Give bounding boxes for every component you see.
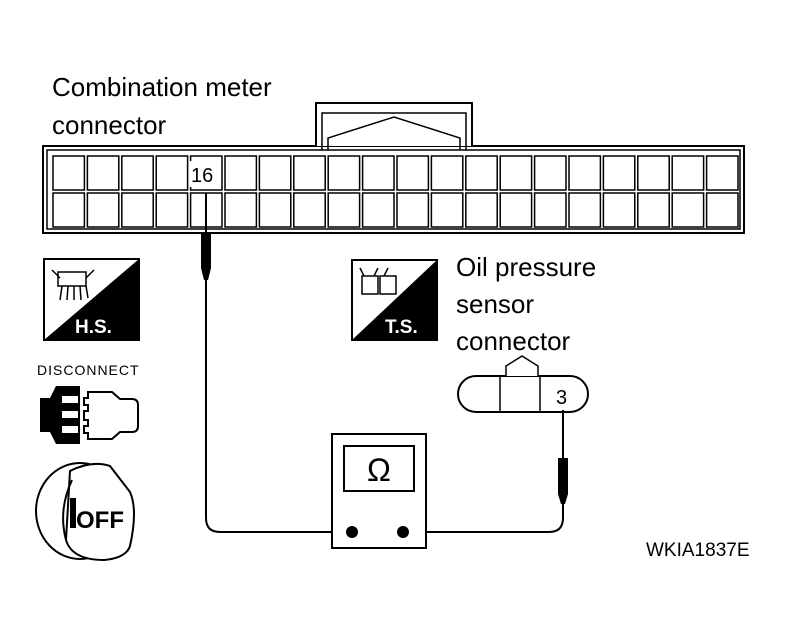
combination-meter-label-line1: Combination meter bbox=[52, 72, 272, 102]
connector-cavity bbox=[568, 192, 602, 228]
connector-cavity bbox=[602, 155, 636, 191]
connector-cavity bbox=[86, 192, 120, 228]
connector-cavity bbox=[293, 192, 326, 228]
connector-cavity bbox=[602, 192, 636, 228]
connector-cavity bbox=[499, 155, 533, 191]
connector-cavity bbox=[533, 155, 567, 191]
connector-cavity bbox=[52, 192, 86, 228]
connector-cavity bbox=[258, 192, 292, 228]
connector-cavity bbox=[671, 192, 705, 228]
connector-cavity bbox=[637, 155, 670, 191]
connector-cavity bbox=[533, 192, 567, 228]
connector-cavity bbox=[465, 192, 498, 228]
connector-cavity bbox=[86, 155, 120, 191]
pin-16-label: 16 bbox=[191, 165, 213, 187]
ts-badge-text: T.S. bbox=[385, 317, 418, 338]
connector-cavity bbox=[155, 155, 189, 191]
connector-cavity bbox=[430, 155, 464, 191]
connector-cavity bbox=[327, 155, 361, 191]
connector-cavity bbox=[52, 155, 86, 191]
disconnect-connector-icon bbox=[40, 386, 139, 444]
ignition-key-off-icon: OFF bbox=[35, 462, 135, 562]
connector-cavity bbox=[396, 192, 430, 228]
connector-cavity bbox=[258, 155, 292, 191]
connector-cavity bbox=[224, 192, 258, 228]
connector-cavity bbox=[327, 192, 361, 228]
connector-cavity bbox=[155, 192, 189, 228]
lead-wire-left bbox=[205, 280, 352, 533]
hs-badge-text: H.S. bbox=[75, 317, 112, 338]
connector-cavity bbox=[293, 155, 326, 191]
connector-cavity-grid bbox=[52, 155, 739, 228]
disconnect-label: DISCONNECT bbox=[37, 362, 140, 378]
lead-wire-right bbox=[403, 504, 564, 533]
connector-cavity bbox=[637, 192, 670, 228]
connector-cavity bbox=[671, 155, 705, 191]
probe-left bbox=[201, 193, 211, 280]
combination-meter-connector bbox=[42, 102, 745, 234]
off-key-text: OFF bbox=[76, 507, 124, 534]
connector-cavity bbox=[465, 155, 498, 191]
connector-cavity bbox=[361, 192, 395, 228]
harness-side-icon: H.S. bbox=[43, 258, 140, 341]
connector-cavity bbox=[121, 155, 154, 191]
ohmmeter-icon bbox=[331, 433, 427, 549]
oil-sensor-label-line3: connector bbox=[456, 326, 571, 356]
pin-3-label: 3 bbox=[556, 387, 567, 409]
probe-right bbox=[558, 410, 568, 504]
connector-cavity bbox=[499, 192, 533, 228]
combination-meter-label-line2: connector bbox=[52, 110, 167, 140]
figure-code: WKIA1837E bbox=[646, 540, 750, 561]
terminal-side-icon: T.S. bbox=[351, 259, 438, 341]
oil-sensor-label-line1: Oil pressure bbox=[456, 252, 596, 282]
connector-cavity bbox=[396, 155, 430, 191]
connector-cavity bbox=[705, 155, 739, 191]
ohm-symbol: Ω bbox=[367, 452, 391, 488]
connector-cavity bbox=[430, 192, 464, 228]
oil-sensor-label-line2: sensor bbox=[456, 289, 534, 319]
connector-cavity bbox=[361, 155, 395, 191]
connector-cavity bbox=[224, 155, 258, 191]
connector-cavity bbox=[568, 155, 602, 191]
connector-cavity bbox=[121, 192, 154, 228]
oil-pressure-sensor-connector bbox=[457, 355, 589, 413]
connector-cavity bbox=[705, 192, 739, 228]
